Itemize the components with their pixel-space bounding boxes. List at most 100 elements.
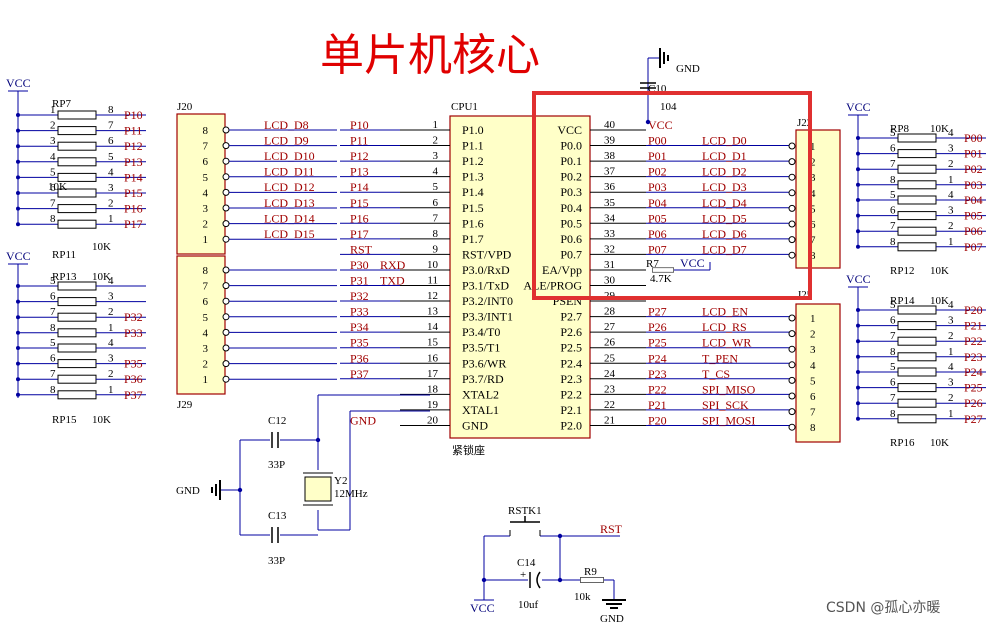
rp-pin-right: 2: [948, 220, 954, 232]
rp-pin-left: 8: [890, 408, 896, 420]
net-label: RST: [350, 242, 373, 256]
rp8-value: 10K: [930, 123, 949, 135]
rp-pin-left: 5: [50, 337, 56, 349]
connector-pin-number: 3: [810, 344, 816, 356]
rp-pin-left: 8: [50, 322, 56, 334]
rp-pin-right: 1: [948, 408, 954, 420]
connector-pin-number: 8: [810, 250, 816, 262]
j22-pin-8: 8: [788, 250, 816, 262]
rp-net-label: P14: [124, 170, 143, 184]
rp-net-label: P17: [124, 217, 143, 231]
lcd-signal-label: RXD: [380, 258, 406, 272]
rp-pin-right: 2: [948, 392, 954, 404]
cpu-pin-name: XTAL2: [462, 387, 499, 401]
rp-net-label: P25: [964, 381, 983, 395]
rp-pin-right: 3: [948, 143, 954, 155]
rp-pin-left: 5: [890, 189, 896, 201]
rp16-value: 10K: [930, 437, 949, 449]
signal-label: LCD_WR: [702, 336, 751, 350]
cpu-pin-name: P3.4/T0: [462, 325, 500, 339]
rp-net-label: P10: [124, 108, 143, 122]
cpu-pin-name: P1.6: [462, 216, 484, 230]
rp-net-label: P24: [964, 365, 983, 379]
rp-pin-left: 6: [890, 143, 896, 155]
net-label: P10: [350, 118, 369, 132]
rp-pin-left: 6: [890, 205, 896, 217]
rp-pin-left: 1: [50, 104, 56, 116]
signal-label: LCD_D6: [702, 227, 747, 241]
connector-pin-number: 4: [810, 360, 816, 372]
c13-ref: C13: [268, 510, 287, 522]
rp-pin-right: 2: [108, 198, 114, 210]
signal-label: LCD_D1: [702, 149, 747, 163]
cpu-pin-name: RST/VPD: [462, 247, 512, 261]
cpu-pin-name: P0.7: [560, 247, 582, 261]
vcc-right-bottom: VCC: [846, 272, 871, 420]
net-label: P16: [350, 211, 369, 225]
c14-ref: C14: [517, 557, 536, 569]
j29-ref: J29: [177, 399, 193, 411]
rp-net-label: P02: [964, 162, 983, 176]
r9-ref: R9: [584, 566, 597, 578]
rp-pin-right: 4: [948, 189, 954, 201]
cpu-pin-number: 12: [427, 290, 438, 302]
cpu-pin-number: 16: [427, 352, 439, 364]
cpu-pin-number: 18: [427, 383, 439, 395]
j29-pin-8: 8: [203, 265, 337, 277]
net-label: P11: [350, 134, 368, 148]
net-label: P37: [350, 367, 369, 381]
j29-pin-1: 1: [203, 374, 337, 386]
connector-pin-number: 6: [810, 391, 816, 403]
net-label: P17: [350, 227, 369, 241]
cpu-pin-name: P2.6: [560, 325, 582, 339]
connector-pin-number: 1: [203, 374, 209, 386]
vcc-label-right-top: VCC: [846, 100, 871, 114]
cpu-pin-number: 5: [433, 181, 439, 193]
connector-pin-number: 3: [203, 343, 209, 355]
vcc-label-left-bottom: VCC: [6, 249, 31, 263]
rp15-ref: RP15: [52, 414, 77, 426]
lcd-signal-label: LCD_D12: [264, 180, 315, 194]
highlight-box: [532, 91, 812, 300]
rp16-element: 7 2 P26: [856, 392, 986, 410]
rp-pin-right: 1: [108, 213, 114, 225]
cpu-pin-name: P2.5: [560, 341, 582, 355]
j20-pin-7: 7: [203, 141, 337, 153]
net-label: P06: [648, 227, 667, 241]
rp-net-label: P20: [964, 303, 983, 317]
j20-pin-2: 2: [203, 219, 337, 231]
signal-label: SPI_MISO: [702, 382, 756, 396]
j22-pin-1: 1: [788, 141, 816, 153]
connector-pin-number: 1: [810, 313, 816, 325]
rp-pin-left: 7: [890, 392, 896, 404]
cpu-pin-number: 1: [433, 119, 439, 131]
net-label: P31: [350, 274, 369, 288]
cpu-pin-number: 30: [604, 275, 616, 287]
rp-net-label: P26: [964, 396, 983, 410]
rp14-value: 10K: [930, 295, 949, 307]
lcd-signal-label: LCD_D15: [264, 227, 315, 241]
rp-net-label: P27: [964, 412, 983, 426]
rp-net-label: P06: [964, 224, 983, 238]
rp-net-label: P33: [124, 326, 143, 340]
connector-pin-number: 7: [203, 281, 209, 293]
cpu-subtitle: 紧锁座: [452, 443, 485, 457]
rp-pin-left: 5: [890, 299, 896, 311]
j20-ref: J20: [177, 101, 193, 113]
rp-pin-left: 5: [890, 127, 896, 139]
